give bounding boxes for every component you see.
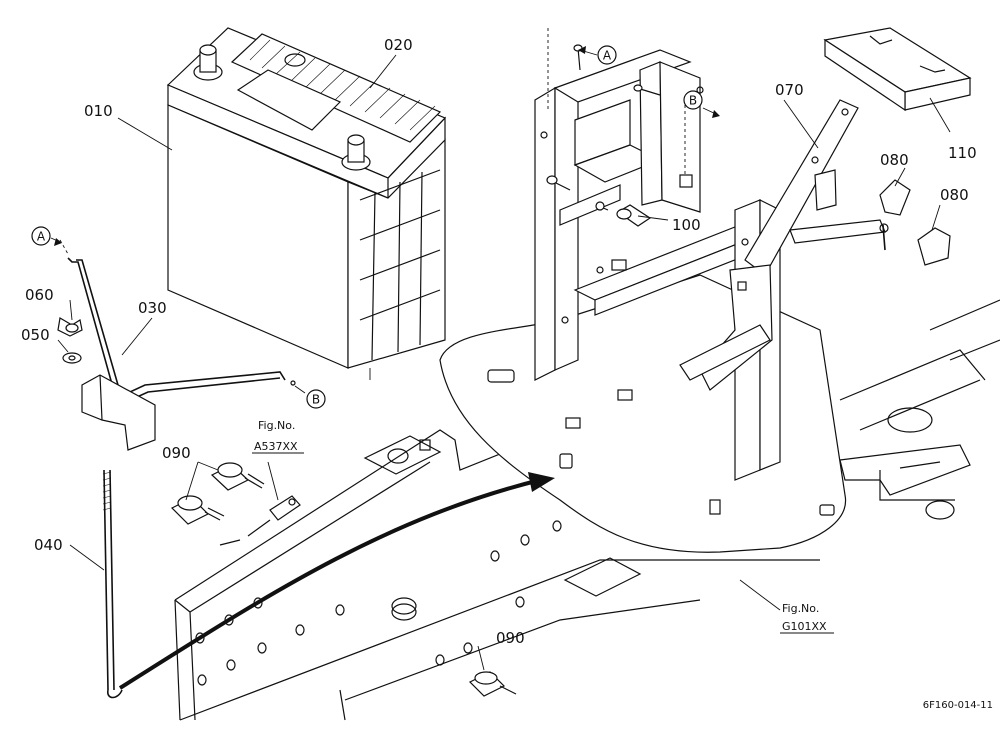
battery-terminal-right — [341, 134, 371, 171]
label-070: 070 — [775, 81, 804, 99]
figure-reference-a537: Fig.No. A537XX — [252, 419, 304, 454]
ref-g101-title: Fig.No. — [782, 602, 819, 615]
label-010: 010 — [84, 102, 113, 120]
connector-b-lower: B — [306, 389, 326, 409]
rubber-pad — [823, 27, 972, 112]
connector-a-lower-label: A — [37, 230, 46, 244]
connector-b-lower-label: B — [312, 393, 320, 407]
rod-bracket — [81, 374, 156, 451]
drawing-code: 6F160-014-11 — [923, 700, 993, 711]
flange-bolt-lower — [468, 671, 517, 697]
ref-g101-code: G101XX — [782, 620, 827, 633]
label-020: 020 — [384, 36, 413, 54]
plain-washer — [62, 352, 82, 364]
wing-nut — [57, 317, 83, 337]
label-060: 060 — [25, 286, 54, 304]
part-labels: 010 020 030 040 050 060 070 080 080 090 … — [21, 36, 977, 647]
label-050: 050 — [21, 326, 50, 344]
battery-terminal-left — [193, 44, 223, 81]
beam-holes — [195, 520, 562, 686]
label-090-a: 090 — [162, 444, 191, 462]
connector-a-upper: A — [578, 45, 617, 65]
connector-a-lower: A — [31, 226, 62, 246]
label-040: 040 — [34, 536, 63, 554]
long-bolt — [102, 469, 123, 699]
battery-grid — [359, 169, 441, 361]
terminal-cap-b — [917, 227, 951, 266]
label-100: 100 — [672, 216, 701, 234]
figure-reference-g101: Fig.No. G101XX — [780, 602, 834, 634]
collar — [616, 204, 652, 227]
leader-lines — [57, 28, 951, 671]
flange-bolt-upper-1 — [210, 462, 265, 491]
battery-cover — [230, 33, 442, 143]
connector-b-upper-label: B — [689, 94, 697, 108]
ref-a537-title: Fig.No. — [258, 419, 295, 432]
connector-a-upper-label: A — [603, 49, 612, 63]
battery — [166, 27, 447, 380]
terminal-cap-a — [879, 179, 911, 216]
label-090-b: 090 — [496, 629, 525, 647]
flange-bolt-upper-2 — [170, 495, 225, 525]
clamp-stay — [679, 99, 889, 391]
label-110: 110 — [948, 144, 977, 162]
label-030: 030 — [138, 299, 167, 317]
assembly-arrow — [118, 472, 555, 690]
cable-terminal — [219, 495, 301, 546]
connector-b-upper: B — [683, 90, 720, 118]
ref-a537-code: A537XX — [254, 440, 298, 453]
label-080-a: 080 — [880, 151, 909, 169]
label-080-b: 080 — [940, 186, 969, 204]
